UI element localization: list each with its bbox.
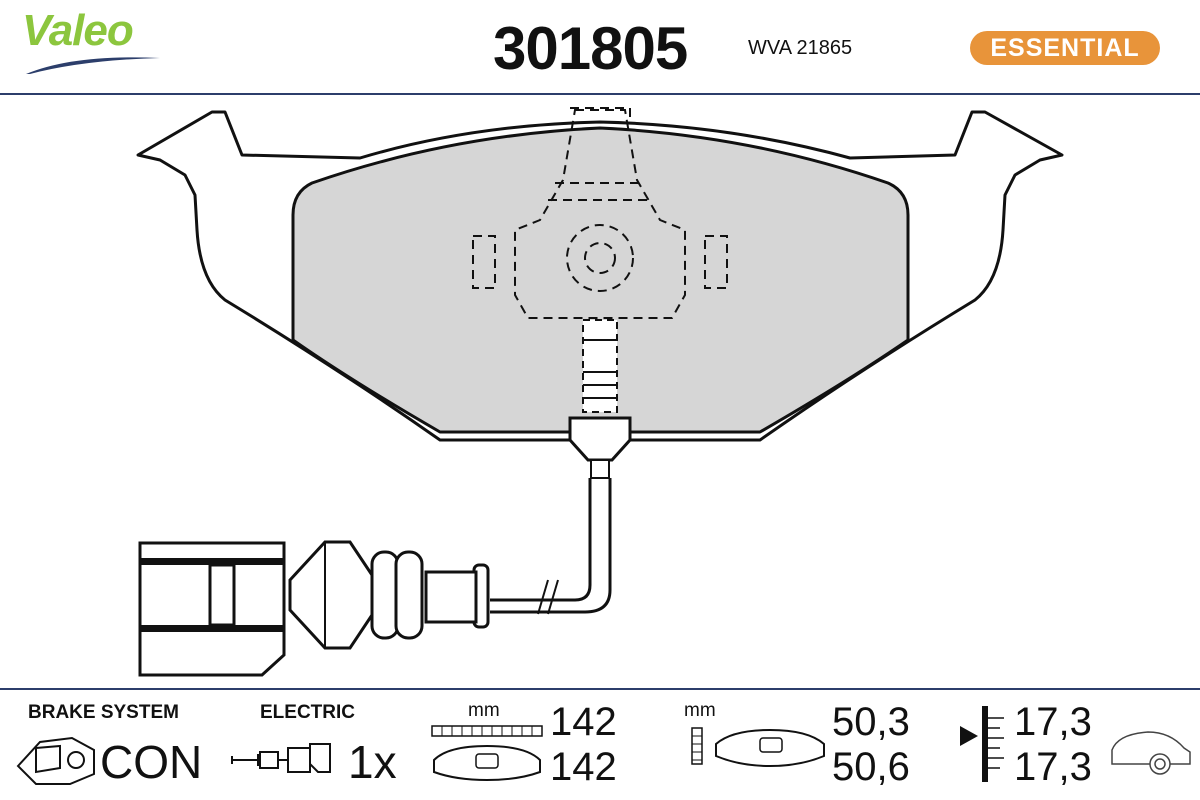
caliper-icon bbox=[16, 736, 95, 785]
thickness-gauge-icon bbox=[960, 706, 1004, 782]
height-value-1: 50,3 bbox=[832, 700, 910, 744]
height-unit: mm bbox=[684, 700, 716, 721]
brand-name: Valeo bbox=[22, 6, 134, 55]
brake-pad-drawing bbox=[136, 107, 1064, 677]
brake-system-label: BRAKE SYSTEM bbox=[28, 702, 179, 723]
essential-badge: ESSENTIAL bbox=[970, 31, 1160, 65]
width-unit: mm bbox=[468, 700, 500, 721]
header-divider bbox=[0, 93, 1200, 95]
electric-value: 1x bbox=[348, 736, 397, 788]
wva-number: WVA 21865 bbox=[748, 37, 853, 59]
width-value-1: 142 bbox=[550, 700, 617, 744]
footer-divider bbox=[0, 688, 1200, 690]
electric-label: ELECTRIC bbox=[260, 702, 355, 723]
car-front-axle-icon bbox=[1111, 731, 1191, 775]
brake-system-value: CON bbox=[100, 736, 203, 788]
thickness-value-2: 17,3 bbox=[1014, 745, 1092, 789]
height-value-2: 50,6 bbox=[832, 745, 910, 789]
width-value-2: 142 bbox=[550, 745, 617, 789]
logo-swoosh-icon bbox=[26, 57, 160, 74]
pad-width-ruler-icon bbox=[431, 725, 543, 782]
brand-logo: Valeo bbox=[22, 6, 134, 56]
thickness-value-1: 17,3 bbox=[1014, 700, 1092, 744]
wear-sensor-icon bbox=[231, 743, 331, 773]
pad-height-ruler-icon bbox=[691, 727, 825, 768]
part-number: 301805 bbox=[493, 15, 688, 82]
